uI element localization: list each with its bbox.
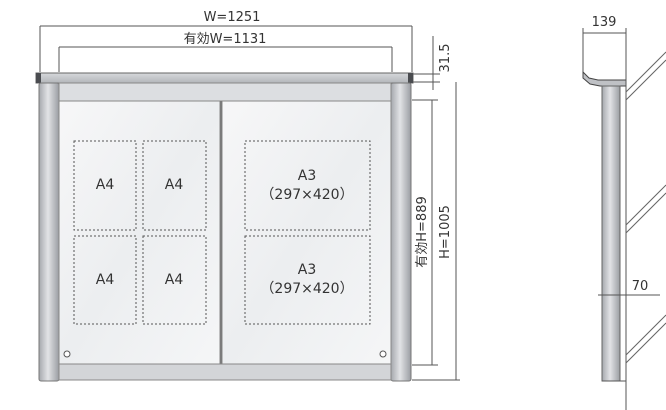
total-width-label: W=1251 bbox=[204, 10, 261, 25]
a4-label-3: A4 bbox=[96, 272, 115, 288]
a4-label-1: A4 bbox=[96, 177, 115, 193]
side-depth-label: 139 bbox=[592, 15, 617, 30]
a4-slot-1 bbox=[73, 140, 137, 231]
header-band bbox=[58, 82, 392, 102]
effective-height-label: 有効H=889 bbox=[415, 196, 430, 267]
a4-label-4: A4 bbox=[165, 272, 184, 288]
total-height-label: H=1005 bbox=[438, 205, 453, 259]
top-depth-label: 31.5 bbox=[438, 44, 453, 73]
width-dimension bbox=[39, 25, 413, 72]
mount-depth-label: 70 bbox=[632, 279, 649, 294]
effective-width-label: 有効W=1131 bbox=[184, 32, 267, 47]
side-roof-profile bbox=[582, 70, 627, 87]
a3-slot-2 bbox=[244, 235, 371, 325]
a3-slot-1 bbox=[244, 140, 371, 231]
a3-label-2-size: （297×420） bbox=[260, 281, 353, 297]
bottom-band bbox=[58, 363, 392, 381]
a3-label-1-name: A3 bbox=[298, 168, 316, 184]
paper-slots bbox=[73, 140, 371, 325]
right-post bbox=[390, 82, 412, 382]
top-cap bbox=[35, 72, 414, 84]
a3-label-1-size: （297×420） bbox=[260, 187, 353, 203]
a4-label-2: A4 bbox=[165, 177, 184, 193]
left-post bbox=[38, 82, 60, 382]
top-depth-dimension bbox=[412, 36, 440, 90]
top-cap-end-left bbox=[36, 73, 41, 83]
side-view: 139 70 bbox=[582, 15, 666, 410]
top-cap-end-right bbox=[408, 73, 413, 83]
screw-right bbox=[379, 350, 387, 358]
a4-slot-3 bbox=[73, 235, 137, 325]
height-dimension bbox=[412, 82, 460, 381]
wall-hatching bbox=[625, 51, 666, 364]
a3-label-2-name: A3 bbox=[298, 262, 316, 278]
right-door-glass bbox=[221, 100, 392, 365]
board-front-view bbox=[35, 72, 414, 382]
side-post bbox=[601, 85, 621, 382]
a4-slot-4 bbox=[142, 235, 207, 325]
screw-left bbox=[63, 350, 71, 358]
left-door-glass bbox=[58, 100, 221, 365]
effective-width-dimension bbox=[58, 46, 393, 72]
